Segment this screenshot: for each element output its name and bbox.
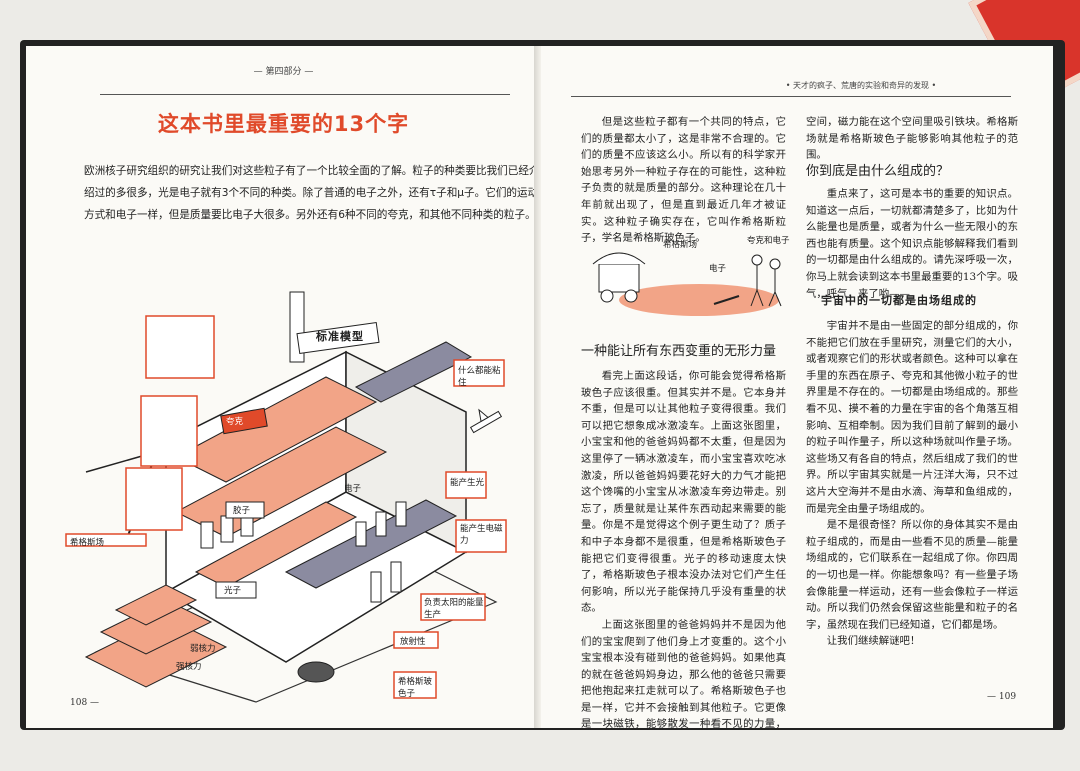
col1-paragraphs: 看完上面这段话，你可能会觉得希格斯玻色子应该很重。但其实并不是。它本身并不重，但… bbox=[581, 370, 786, 728]
page-title: 这本书里最重要的13个字 bbox=[157, 112, 410, 136]
label-standard-model: 标准模型 bbox=[316, 330, 364, 343]
standard-model-illustration bbox=[65, 291, 507, 703]
right-header-rule bbox=[571, 96, 1011, 97]
key-sentence: 宇宙中的一切都是由场组成的 bbox=[821, 294, 977, 307]
label-radioactivity: 放射性 bbox=[400, 637, 426, 647]
left-page: — 第四部分 — 这本书里最重要的13个字 欧洲核子研究组织的研究让我们对这些粒… bbox=[26, 46, 541, 728]
right-running-head: • 天才的疯子、荒唐的实验和奇异的发现 • bbox=[785, 81, 937, 90]
label-weak-force: 弱核力 bbox=[190, 644, 216, 654]
col2-paragraphs: 宇宙并不是由一些固定的部分组成的，你不能把它们放在手里研究，测量它们的大小，或者… bbox=[806, 320, 1018, 648]
heading-what-made-of: 你到底是由什么组成的？ bbox=[806, 164, 950, 179]
label-what-connects: 什么都能粘住 bbox=[458, 366, 501, 388]
label-strong-force: 强核力 bbox=[176, 662, 202, 672]
left-page-number: 108 — bbox=[70, 698, 100, 708]
right-page: • 天才的疯子、荒唐的实验和奇异的发现 • 但是这些粒子都有一个共同的特点，它们… bbox=[541, 46, 1053, 728]
label-sun-energy: 负责太阳的能量生产 bbox=[424, 598, 484, 620]
fig-label-electron: 电子 bbox=[709, 264, 727, 274]
label-electron: 电子 bbox=[344, 484, 362, 494]
label-gluon: 胶子 bbox=[233, 506, 251, 516]
fig-label-quark-and-electron: 夸克和电子 bbox=[747, 236, 790, 246]
fig-label-higgs-field: 希格斯场 bbox=[663, 240, 698, 250]
col2-paragraph-2: 重点来了，这可是本书的重要的知识点。知道这一点后，一切就都清楚多了，比如为什么能… bbox=[806, 188, 1018, 300]
left-header-rule bbox=[100, 94, 510, 95]
label-quark: 夸克 bbox=[226, 417, 244, 427]
col2-paragraph-1: 空间，磁力能在这个空间里吸引铁块。希格斯场就是希格斯玻色子能够影响其他粒子的范围… bbox=[806, 116, 1018, 162]
label-higgs-boson: 希格斯玻色子 bbox=[398, 677, 433, 699]
right-page-number: — 109 bbox=[987, 692, 1017, 702]
label-photon: 光子 bbox=[224, 586, 242, 596]
intro-paragraph: 欧洲核子研究组织的研究让我们对这些粒子有了一个比较全面的了解。粒子的种类要比我们… bbox=[84, 165, 540, 221]
label-higgs-field: 希格斯场 bbox=[70, 538, 105, 548]
label-can-produce-em: 能产生电磁力 bbox=[460, 524, 503, 546]
heading-invisible-force: 一种能让所有东西变重的无形力量 bbox=[581, 344, 777, 359]
col1-paragraph-1: 但是这些粒子都有一个共同的特点，它们的质量都太小了，这是非常不合理的。它们的质量… bbox=[581, 116, 786, 245]
ice-cream-cart-figure bbox=[592, 252, 782, 316]
label-can-produce-light: 能产生光 bbox=[450, 478, 485, 488]
left-running-head: — 第四部分 — bbox=[253, 67, 314, 77]
